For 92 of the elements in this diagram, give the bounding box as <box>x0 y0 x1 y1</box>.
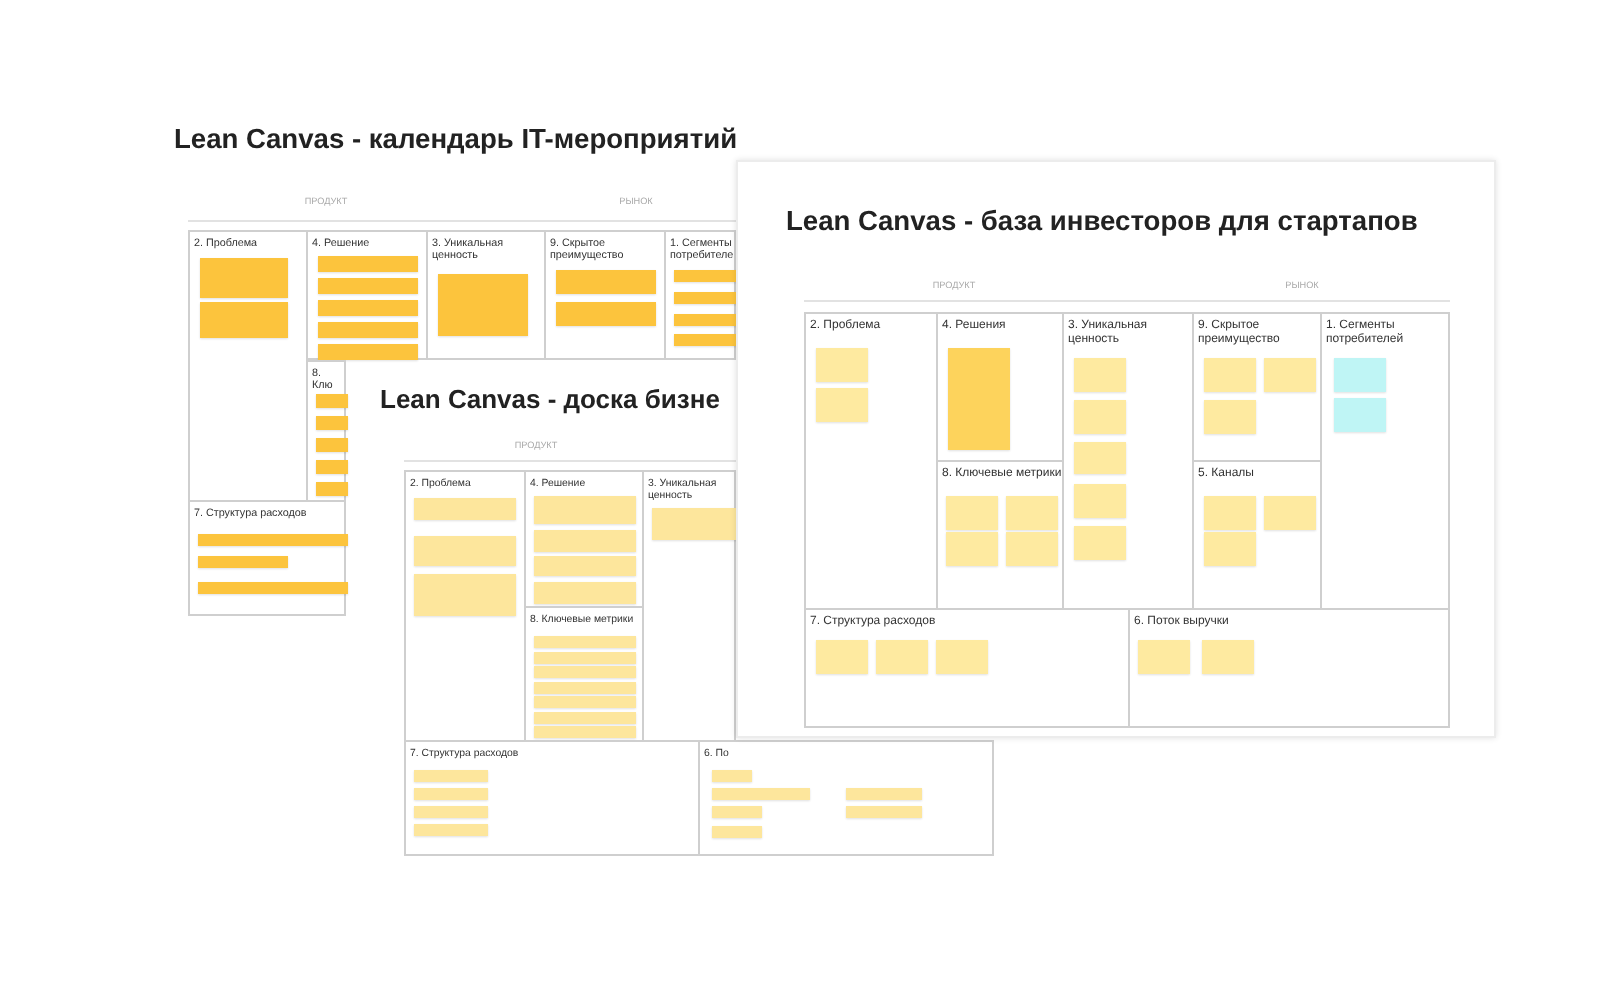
sticky-note <box>556 270 656 294</box>
sticky-note <box>316 394 348 408</box>
sticky-note <box>1138 640 1190 674</box>
sticky-note <box>1264 496 1316 530</box>
sticky-note <box>318 278 418 294</box>
canvas-section <box>426 230 546 360</box>
sticky-note <box>712 806 762 818</box>
sticky-note <box>534 666 636 678</box>
canvas-section <box>306 360 346 502</box>
canvas-section <box>1320 312 1450 610</box>
sticky-note <box>1202 640 1254 674</box>
canvas-section <box>404 740 700 856</box>
sticky-note <box>200 302 288 338</box>
sticky-note <box>712 788 810 800</box>
sticky-note <box>846 806 922 818</box>
sticky-note <box>556 302 656 326</box>
sticky-note <box>534 530 636 552</box>
sticky-note <box>652 508 738 540</box>
sticky-note <box>414 536 516 566</box>
sticky-note <box>534 636 636 648</box>
sticky-note <box>414 806 488 818</box>
sticky-note <box>946 532 998 566</box>
sticky-note <box>318 256 418 272</box>
sticky-note <box>1334 398 1386 432</box>
sticky-note <box>876 640 928 674</box>
sticky-note <box>534 696 636 708</box>
sticky-note <box>674 314 738 326</box>
sticky-note <box>1264 358 1316 392</box>
sticky-note <box>438 274 528 336</box>
sticky-note <box>316 416 348 430</box>
sticky-note <box>534 711 636 723</box>
board-title: Lean Canvas - доска бизне <box>380 386 720 412</box>
sticky-note <box>316 438 348 452</box>
sticky-note <box>1334 358 1386 392</box>
sticky-note <box>1074 526 1126 560</box>
canvas-section <box>544 230 666 360</box>
sticky-note <box>816 348 868 382</box>
sticky-note <box>534 726 636 738</box>
sticky-note <box>318 322 418 338</box>
sticky-note <box>316 460 348 474</box>
canvas-section <box>664 230 736 360</box>
canvas-section <box>188 500 346 616</box>
sticky-note <box>1204 358 1256 392</box>
sticky-note <box>1074 442 1126 474</box>
sticky-note <box>534 556 636 576</box>
canvas-section <box>306 230 428 360</box>
canvas-section <box>698 740 994 856</box>
sticky-note <box>1006 496 1058 530</box>
sticky-note <box>198 582 348 594</box>
canvas-section <box>804 312 938 610</box>
sticky-note <box>534 582 636 604</box>
sticky-note <box>198 556 288 568</box>
canvas-section <box>1128 608 1450 728</box>
sticky-note <box>1204 532 1256 566</box>
sticky-note <box>1204 400 1256 434</box>
sticky-note <box>318 300 418 316</box>
sticky-note <box>1074 358 1126 392</box>
sticky-note <box>414 770 488 782</box>
sticky-note <box>1074 400 1126 434</box>
sticky-note <box>414 824 488 836</box>
canvas-board <box>736 160 1496 738</box>
sticky-note <box>318 344 418 360</box>
sticky-note <box>200 258 288 298</box>
sticky-note <box>846 788 922 800</box>
canvas-section <box>404 470 526 742</box>
sticky-note <box>674 270 738 282</box>
sticky-note <box>534 681 636 693</box>
sticky-note <box>534 651 636 663</box>
sticky-note <box>712 826 762 838</box>
canvas-section <box>642 470 736 742</box>
sticky-note <box>316 482 348 496</box>
canvas-section <box>188 230 308 502</box>
canvas-section <box>804 608 1130 728</box>
sticky-note <box>198 534 348 546</box>
sticky-note <box>1204 496 1256 530</box>
sticky-note <box>414 498 516 520</box>
sticky-note <box>936 640 988 674</box>
sticky-note <box>414 788 488 800</box>
sticky-note <box>948 348 1010 450</box>
sticky-note <box>816 640 868 674</box>
board-title: Lean Canvas - календарь IT-мероприятий <box>174 126 738 154</box>
sticky-note <box>414 574 516 616</box>
sticky-note <box>816 388 868 422</box>
sticky-note <box>1074 484 1126 518</box>
canvas-section <box>524 470 644 608</box>
board-title: Lean Canvas - база инвесторов для стартапов <box>786 208 1418 236</box>
sticky-note <box>674 334 738 346</box>
sticky-note <box>946 496 998 530</box>
sticky-note <box>534 496 636 524</box>
sticky-note <box>1006 532 1058 566</box>
sticky-note <box>712 770 752 782</box>
sticky-note <box>674 292 738 304</box>
